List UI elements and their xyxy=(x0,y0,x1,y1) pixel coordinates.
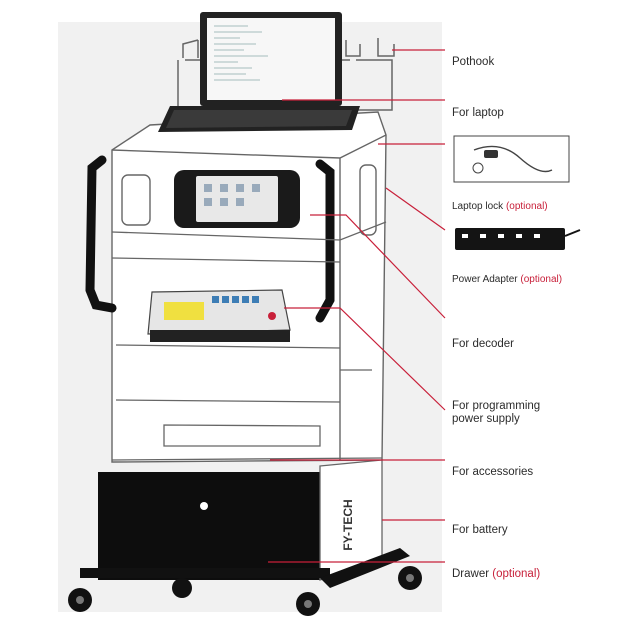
callout-for-accessories: For accessories xyxy=(452,466,534,478)
power-adapter-icon xyxy=(455,228,581,250)
callout-for-laptop: For laptop xyxy=(452,107,504,119)
cart-base xyxy=(80,548,410,588)
left-handle xyxy=(85,155,117,313)
cart-brand-text: FY-TECH xyxy=(341,499,355,550)
callout-lines xyxy=(268,49,446,563)
power-supply-icon xyxy=(147,289,291,342)
decoder-shelf xyxy=(111,221,387,241)
callout-programming-supply: For programming power supply xyxy=(452,400,541,425)
callout-for-decoder: For decoder xyxy=(452,338,515,350)
wheel-icon xyxy=(68,566,422,616)
callout-drawer: Drawer (optional) xyxy=(452,568,541,580)
right-handle xyxy=(315,159,335,323)
callout-power-adapter: Power Adapter (optional) xyxy=(452,274,563,285)
callout-pothook: Pothook xyxy=(452,56,495,68)
laptop-lock-icon xyxy=(453,135,570,183)
laptop-icon xyxy=(158,12,360,132)
callout-for-battery: For battery xyxy=(452,524,508,536)
callout-laptop-lock: Laptop lock (optional) xyxy=(452,201,548,212)
lower-shelves xyxy=(111,344,383,461)
cart-frame xyxy=(111,111,387,463)
decoder-icon xyxy=(174,170,300,228)
shelf-line xyxy=(111,257,341,263)
